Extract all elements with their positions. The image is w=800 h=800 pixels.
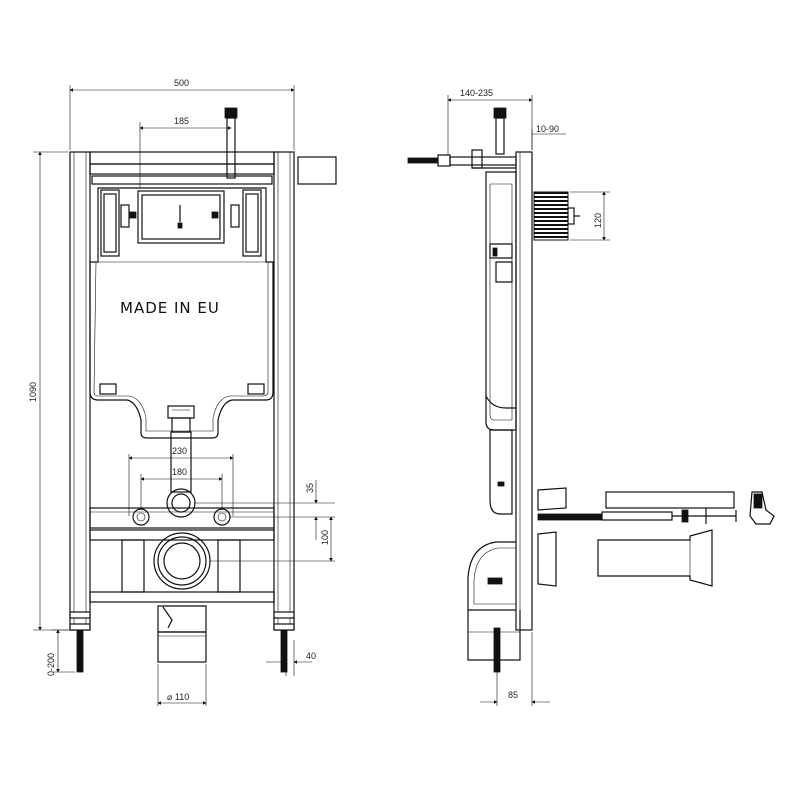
front-view: MADE IN EU xyxy=(28,78,337,706)
dim-leg-adjust: 0-200 xyxy=(46,653,56,676)
frame-feet xyxy=(69,611,295,673)
dim-width: 500 xyxy=(174,78,189,88)
dim-100: 100 xyxy=(320,530,330,545)
dim-flush-offset: 185 xyxy=(174,116,189,126)
dim-foot: 40 xyxy=(306,651,316,661)
flush-outlet xyxy=(166,488,196,518)
tank-label: MADE IN EU xyxy=(120,299,220,317)
dim-base-depth: 85 xyxy=(508,690,518,700)
bottom-drain-pipe xyxy=(157,605,207,663)
side-frame xyxy=(515,151,533,631)
dim-35: 35 xyxy=(305,483,315,493)
dim-height: 1090 xyxy=(28,382,38,402)
dim-bolt-inner: 180 xyxy=(172,467,187,477)
side-cistern xyxy=(485,171,517,431)
side-top-bracket xyxy=(407,107,517,169)
info-plate xyxy=(297,156,337,185)
top-crossbar xyxy=(89,151,275,185)
top-pipe xyxy=(224,107,238,179)
side-dimensions: 140-235 10-90 120 85 xyxy=(447,88,610,706)
side-drain-bend xyxy=(467,541,521,673)
dim-wall-gap: 10-90 xyxy=(536,124,559,134)
dim-bolt-outer: 230 xyxy=(172,446,187,456)
lower-frame xyxy=(89,507,275,603)
side-seal xyxy=(749,491,775,525)
cistern-tank: MADE IN EU xyxy=(89,187,274,439)
dim-outlet-diameter: ⌀ 110 xyxy=(167,692,189,702)
drop-pipe xyxy=(170,431,192,493)
side-fittings xyxy=(537,487,775,587)
front-dimensions: 500 185 1090 230 180 35 xyxy=(28,78,335,706)
dim-depth-range: 140-235 xyxy=(460,88,493,98)
side-view: 140-235 10-90 120 85 xyxy=(407,88,775,706)
side-drop-pipe xyxy=(489,429,513,515)
side-wall-plate xyxy=(533,191,580,241)
dim-plate-height: 120 xyxy=(593,213,603,228)
drain-outlet xyxy=(153,532,211,590)
